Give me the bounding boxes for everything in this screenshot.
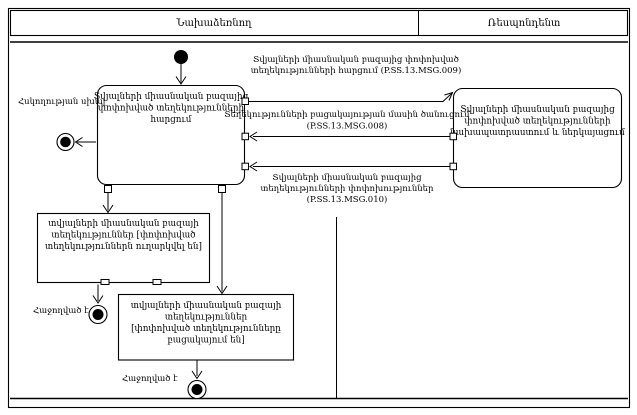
arrowhead-down-icon xyxy=(175,76,187,85)
activity-request-line: փոփոխված տեղեկությունների xyxy=(98,103,245,114)
output-pin xyxy=(218,185,226,193)
activity-request-line: հարցում xyxy=(151,115,192,125)
arrowhead-down-icon xyxy=(102,204,114,214)
lane-header-respondent: Ռեսպոնդենտ xyxy=(488,18,561,29)
activity-prepare-line: նախապատրաստում և ներկայացում xyxy=(450,128,625,138)
object-absent-line: բացակայում են] xyxy=(167,336,244,346)
label-control-error: Հսկողության սխալ xyxy=(18,97,107,107)
diagram-outer-frame xyxy=(7,7,631,409)
object-absent-line: [փոփոխված տեղեկությունները xyxy=(131,323,281,334)
final-node-success-2-core xyxy=(191,384,203,395)
activity-prepare-present-info xyxy=(452,87,623,189)
input-pin xyxy=(241,162,249,171)
object-sent-line: տեղեկություններն ուղարկվել են] xyxy=(45,242,202,252)
connector-msg009 xyxy=(248,93,452,102)
lane-header-initiator: Նախաձեռնող xyxy=(176,18,253,29)
activity-request-line: Տվյալների միասնական բազայից xyxy=(94,92,249,102)
arrowhead-left-icon xyxy=(249,131,258,142)
msg010-label-line: տեղեկությունների փոփոխություններ xyxy=(261,184,434,194)
initial-node xyxy=(174,50,188,64)
activity-prepare-line: փոփոխված տեղեկությունների xyxy=(464,116,611,127)
arrowhead-down-icon xyxy=(216,285,228,295)
label-success-2: Հաջողված է xyxy=(122,373,178,384)
output-pin xyxy=(449,132,457,141)
object-sent-line: տվյալների միասնական բազայի xyxy=(48,219,199,229)
object-sent-line: տեղեկություններ [փոփոխված xyxy=(51,230,195,241)
lane-header-row xyxy=(9,9,629,37)
arrowhead-left-icon xyxy=(74,137,83,147)
output-pin xyxy=(241,97,249,105)
output-pin xyxy=(449,162,457,171)
final-node-control-error-core xyxy=(60,136,71,148)
arrowhead-down-icon xyxy=(191,370,203,380)
msg008-label-line: Տեղեկությունների բացակայության մասին ծան… xyxy=(224,109,470,120)
object-node-info-absent xyxy=(117,293,295,361)
label-success-1: Հաջողված է xyxy=(33,305,89,316)
msg010-label-line: (P.SS.13.MSG.010) xyxy=(307,194,388,205)
msg009-label-line: Տվյալների միասնական բազայից փոփոխված xyxy=(253,54,459,65)
activity-prepare-line: Տվյալների միասնական բազայից xyxy=(460,105,615,115)
final-node-success-1-core xyxy=(92,309,104,320)
object-absent-line: տեղեկություններ xyxy=(165,313,248,323)
arrowhead-down-icon xyxy=(92,295,104,304)
output-pin xyxy=(100,279,110,285)
msg010-label-line: Տվյալների միասնական բազայից xyxy=(272,173,422,183)
arrowhead-upright-icon xyxy=(444,91,454,101)
input-pin xyxy=(241,132,249,141)
msg009-label-line: տեղեկությունների հարցում (P.SS.13.MSG.00… xyxy=(251,65,462,76)
object-absent-line: տվյալների միասնական բազայի xyxy=(131,301,282,311)
msg008-label-line: (P.SS.13.MSG.008) xyxy=(307,121,388,132)
arrowhead-left-icon xyxy=(249,161,258,172)
object-node-info-sent xyxy=(36,212,211,284)
output-pin xyxy=(104,185,112,193)
output-pin xyxy=(152,279,162,285)
